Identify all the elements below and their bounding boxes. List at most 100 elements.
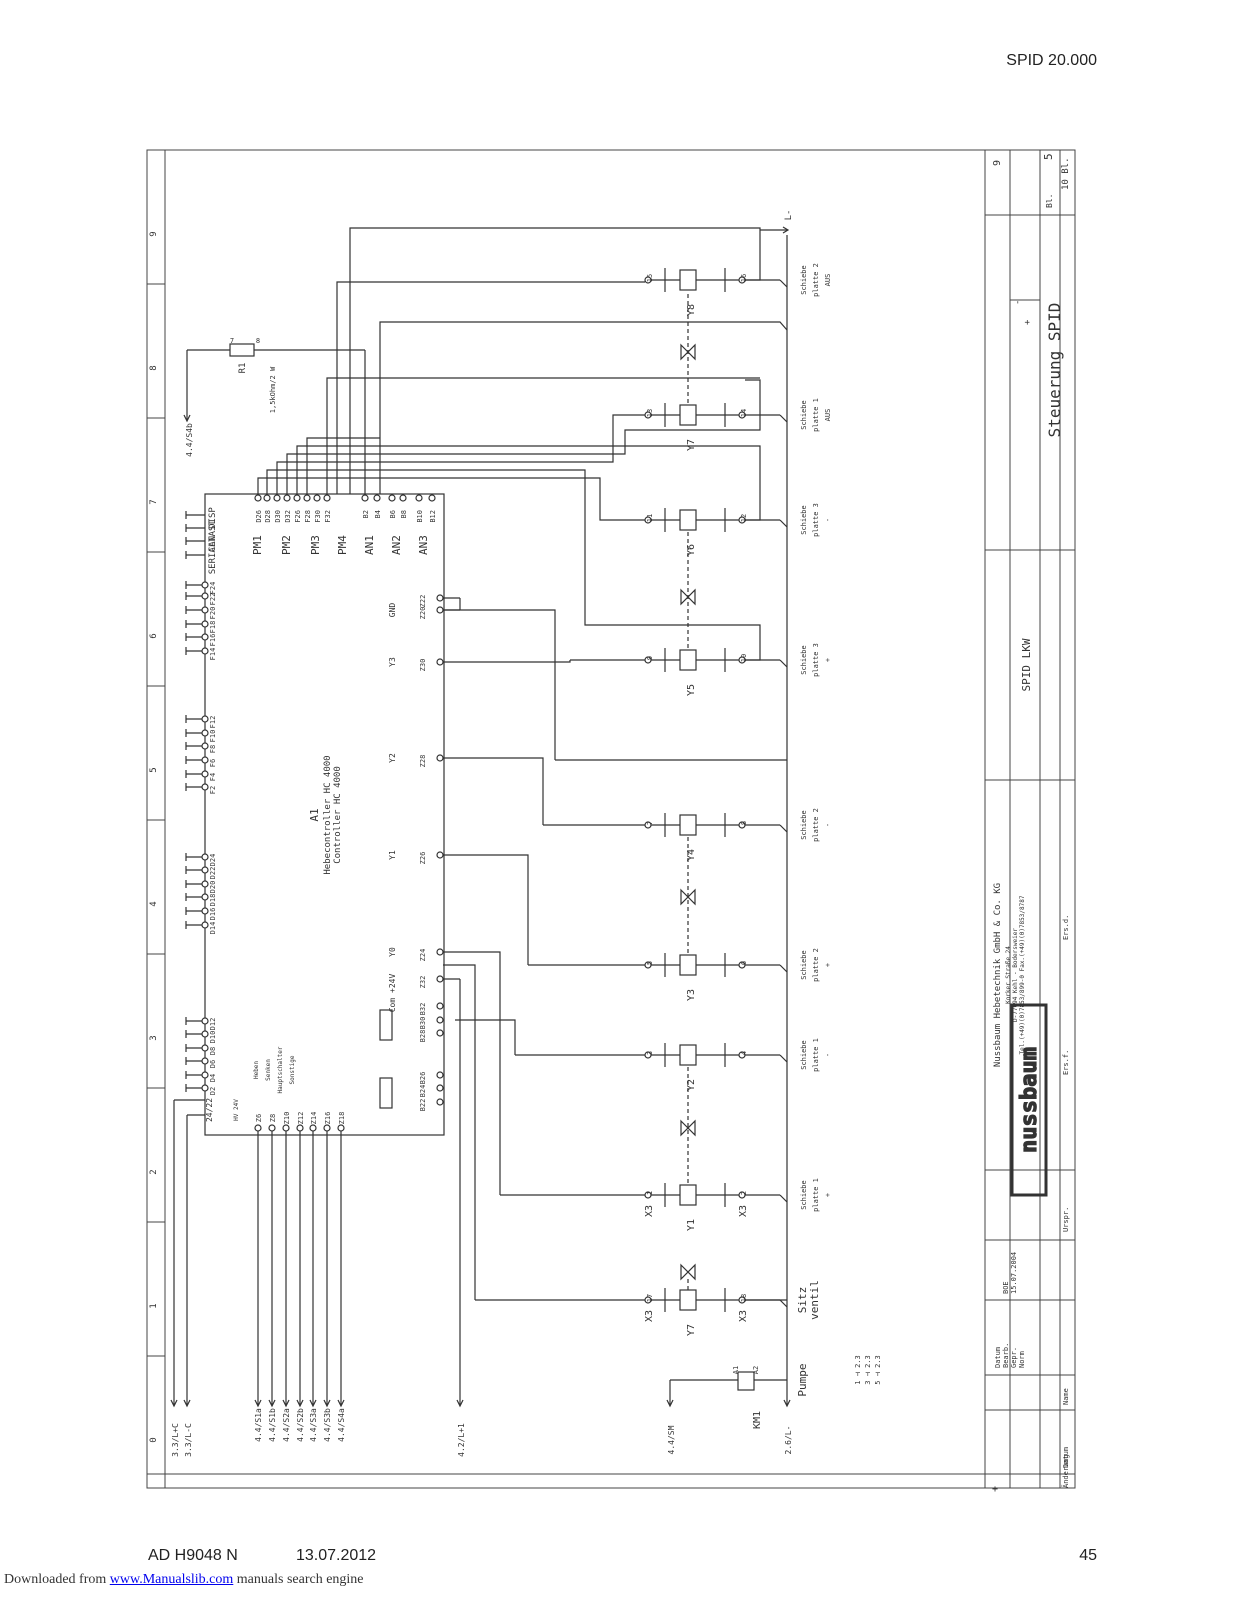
pin: [201, 880, 209, 888]
pin-label: Z30: [419, 659, 427, 672]
pin-label: D8: [209, 1047, 217, 1055]
valve-symbol: [680, 888, 696, 906]
pin-label: Z16: [324, 1112, 332, 1125]
terminal-strip: X3: [738, 1205, 749, 1217]
connector-group: AN2: [390, 535, 403, 555]
zone-number: 9: [992, 160, 1003, 166]
pin-label: B32: [419, 1003, 427, 1016]
resistor-id: R1: [238, 363, 248, 374]
pin-label: D16: [209, 908, 217, 921]
title-label: Ers.f.: [1062, 1050, 1070, 1075]
pin: [388, 494, 396, 502]
title-label: Ers.d.: [1062, 915, 1070, 940]
pin: [436, 1016, 444, 1024]
logo-frame: [1010, 1003, 1048, 1197]
terminal-strip: X3: [738, 1310, 749, 1322]
valve-description: AUS: [824, 274, 832, 287]
pin-label: Z18: [338, 1112, 346, 1125]
pin-label: D20: [209, 881, 217, 894]
terminal-number: 14: [740, 409, 748, 417]
pin-label: B22: [419, 1099, 427, 1112]
pin: [201, 853, 209, 861]
pin-label: Z12: [297, 1112, 305, 1125]
pin: [436, 851, 444, 859]
terminal-strip: X3: [644, 1205, 655, 1217]
title-label: Gepr.: [1010, 1347, 1018, 1368]
pin: [282, 1124, 290, 1132]
valve-terminal: [738, 821, 746, 829]
valve-description: +: [824, 963, 832, 967]
sheet-label: Bl.: [1045, 194, 1054, 208]
valve-terminal: [644, 411, 652, 419]
output-label: Com +24V: [388, 974, 397, 1013]
manualslib-link[interactable]: www.Manualslib.com: [109, 1572, 234, 1587]
valve-coil: [679, 954, 697, 976]
document-code: SPID 20.000: [1006, 52, 1097, 69]
arrow: [456, 1399, 464, 1408]
valve-description: AUS: [824, 409, 832, 422]
pin: [201, 606, 209, 614]
valve-description: Schiebe: [800, 1040, 808, 1070]
terminal-number: 12: [740, 514, 748, 522]
pin: [436, 1002, 444, 1010]
arrow: [323, 1399, 331, 1408]
valve-terminal: [738, 516, 746, 524]
valve-terminal: [644, 821, 652, 829]
arrow: [309, 1399, 317, 1408]
credit-suffix: manuals search engine: [236, 1572, 364, 1587]
pin-label: F28: [304, 510, 312, 523]
wire: [779, 279, 788, 288]
pin: [309, 1124, 317, 1132]
pin: [201, 783, 209, 791]
valve-symbol: [680, 1263, 696, 1281]
valve-description: -: [824, 518, 832, 522]
pin-label: B24: [419, 1085, 427, 1098]
valve-description: platte 3: [812, 503, 820, 537]
arrow: [783, 1399, 791, 1408]
port-label: CAN: [208, 536, 218, 552]
supply-pin-label: 24/22: [205, 1098, 214, 1122]
contactor-contact: 3 ⊣ 2.3: [864, 1355, 872, 1385]
pin: [201, 647, 209, 655]
title-block: [984, 149, 1076, 1489]
terminal-number: 11: [646, 514, 654, 522]
pin-label: Z6: [255, 1114, 263, 1122]
valve-id: Y1: [686, 1219, 697, 1231]
input-label: Sonstige: [289, 1055, 296, 1084]
connector-group: AN1: [363, 535, 376, 555]
valve-description: -: [824, 823, 832, 827]
drawing-frame: [146, 149, 1076, 1489]
pin: [373, 494, 381, 502]
port-label: SERIAL: [208, 542, 218, 575]
pin: [283, 494, 291, 502]
wire: [779, 519, 788, 528]
terminal-number: 8: [740, 821, 748, 825]
pin: [436, 1084, 444, 1092]
lminus-reference: 2.6/L-: [784, 1426, 793, 1455]
company-address: Korker Straße 24: [1005, 946, 1012, 1004]
pin: [436, 1071, 444, 1079]
wire: [443, 964, 476, 1300]
title-label: Datum: [1062, 1447, 1070, 1468]
valve-terminal: [644, 276, 652, 284]
output-label: Y0: [388, 947, 397, 957]
pin-label: B4: [374, 510, 382, 518]
terminal-number: 13: [646, 409, 654, 417]
pin-label: D14: [209, 922, 217, 935]
pin: [436, 658, 444, 666]
sheet-number: 5: [1042, 153, 1055, 160]
arrow: [782, 226, 790, 234]
pin-label: F6: [209, 759, 217, 767]
pin: [296, 1124, 304, 1132]
valve-description: Schiebe: [800, 1180, 808, 1210]
wire: [443, 660, 571, 663]
output-label: Y2: [388, 753, 397, 763]
wire: [779, 414, 788, 423]
wire: [306, 437, 380, 494]
zone-number: 3: [149, 1035, 159, 1040]
wire: [296, 445, 761, 521]
valve-terminal: [644, 1051, 652, 1059]
pump-pin: A1: [732, 1366, 740, 1374]
valve-coil: [679, 1044, 697, 1066]
